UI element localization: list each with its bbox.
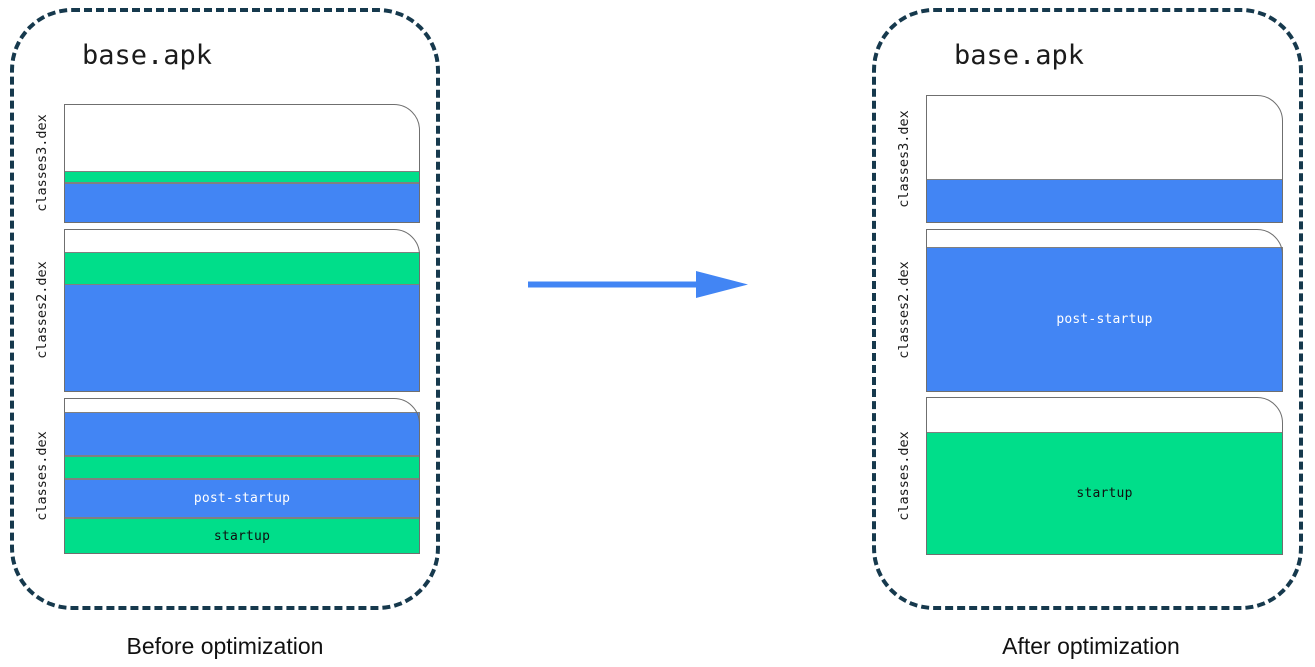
caption-after: After optimization bbox=[1002, 633, 1180, 659]
dex-segment-post-startup: post-startup bbox=[64, 479, 420, 518]
dex-segment-post-startup bbox=[64, 284, 420, 392]
transition-arrow bbox=[520, 258, 760, 314]
dex-segment-post-startup bbox=[64, 183, 420, 223]
dex-file-label: classes.dex bbox=[896, 431, 913, 520]
dex-segment-post-startup bbox=[926, 179, 1283, 223]
dex-segment-label: post-startup bbox=[1056, 312, 1153, 327]
dex-segment-label: post-startup bbox=[193, 491, 291, 506]
dex-segment-startup bbox=[64, 171, 420, 183]
apk-title-after: base.apk bbox=[954, 40, 1085, 71]
caption-before: Before optimization bbox=[126, 633, 324, 659]
dex-segment-startup: startup bbox=[926, 432, 1283, 555]
dex-segment-post-startup bbox=[64, 412, 420, 456]
dex-segment-post-startup: post-startup bbox=[926, 247, 1283, 392]
dex-segment-label: startup bbox=[1076, 486, 1133, 501]
dex-segment-startup bbox=[64, 252, 420, 285]
dex-segment-label: startup bbox=[213, 528, 271, 544]
apk-title-before: base.apk bbox=[82, 40, 213, 71]
right-arrow-icon bbox=[528, 271, 748, 298]
dex-file-label-text: classes.dex bbox=[896, 431, 912, 521]
dex-segment-startup bbox=[64, 456, 420, 479]
dex-segment-startup: startup bbox=[64, 518, 420, 554]
